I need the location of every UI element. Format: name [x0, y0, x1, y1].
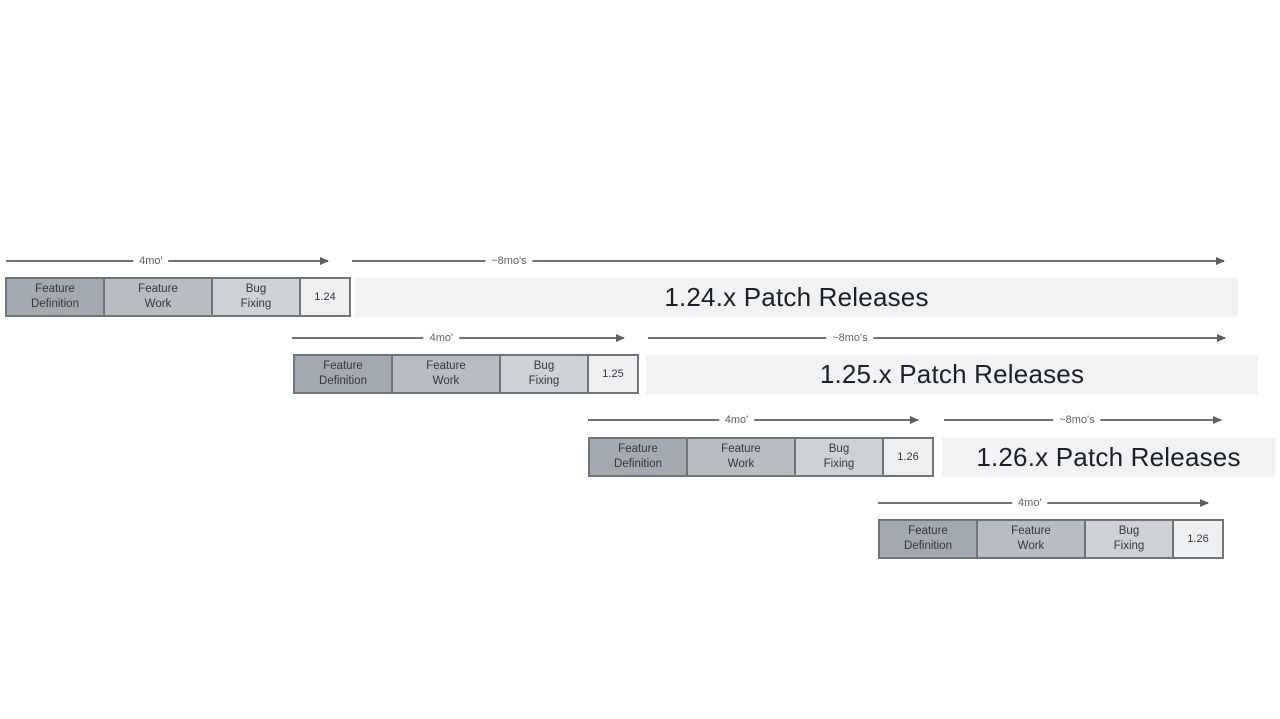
feature-work-segment: Feature Work [686, 437, 796, 477]
bug-fixing-segment: Bug Fixing [794, 437, 884, 477]
arrow-head-icon [910, 415, 919, 424]
duration-label: ~8mo's [826, 332, 874, 344]
eight-month-arrow: ~8mo's [352, 255, 1225, 267]
arrow-head-icon [1200, 498, 1209, 507]
release-cycle-bar-1-26: Feature Definition Feature Work Bug Fixi… [588, 437, 934, 477]
patch-releases-bar-1-26: 1.26.x Patch Releases [942, 438, 1275, 477]
bug-fixing-segment: Bug Fixing [1084, 519, 1174, 559]
eight-month-arrow: ~8mo's [648, 332, 1226, 344]
feature-definition-segment: Feature Definition [588, 437, 688, 477]
arrow-head-icon [1213, 415, 1222, 424]
bug-fixing-segment: Bug Fixing [211, 277, 301, 317]
four-month-arrow: 4mo' [878, 497, 1209, 509]
duration-label: 4mo' [133, 255, 169, 267]
release-cycle-bar-next: Feature Definition Feature Work Bug Fixi… [878, 519, 1224, 559]
release-cycle-bar-1-24: Feature Definition Feature Work Bug Fixi… [5, 277, 351, 317]
four-month-arrow: 4mo' [6, 255, 329, 267]
four-month-arrow: 4mo' [588, 414, 919, 426]
arrow-head-icon [1217, 333, 1226, 342]
duration-label: 4mo' [718, 414, 755, 426]
duration-label: 4mo' [423, 332, 460, 344]
release-cycle-bar-1-25: Feature Definition Feature Work Bug Fixi… [293, 354, 639, 394]
arrow-head-icon [616, 333, 625, 342]
arrow-head-icon [1216, 256, 1225, 265]
feature-work-segment: Feature Work [103, 277, 213, 317]
patch-releases-bar-1-24: 1.24.x Patch Releases [355, 278, 1238, 317]
feature-definition-segment: Feature Definition [293, 354, 393, 394]
feature-definition-segment: Feature Definition [5, 277, 105, 317]
version-box: 1.26 [882, 437, 934, 477]
duration-label: ~8mo's [485, 255, 533, 267]
arrow-head-icon [320, 256, 329, 265]
feature-work-segment: Feature Work [976, 519, 1086, 559]
version-box: 1.24 [299, 277, 351, 317]
four-month-arrow: 4mo' [292, 332, 625, 344]
eight-month-arrow: ~8mo's [944, 414, 1222, 426]
version-box: 1.26 [1172, 519, 1224, 559]
duration-label: 4mo' [1012, 497, 1048, 509]
patch-releases-bar-1-25: 1.25.x Patch Releases [646, 355, 1258, 394]
duration-label: ~8mo's [1053, 414, 1101, 426]
feature-work-segment: Feature Work [391, 354, 501, 394]
bug-fixing-segment: Bug Fixing [499, 354, 589, 394]
version-box: 1.25 [587, 354, 639, 394]
feature-definition-segment: Feature Definition [878, 519, 978, 559]
